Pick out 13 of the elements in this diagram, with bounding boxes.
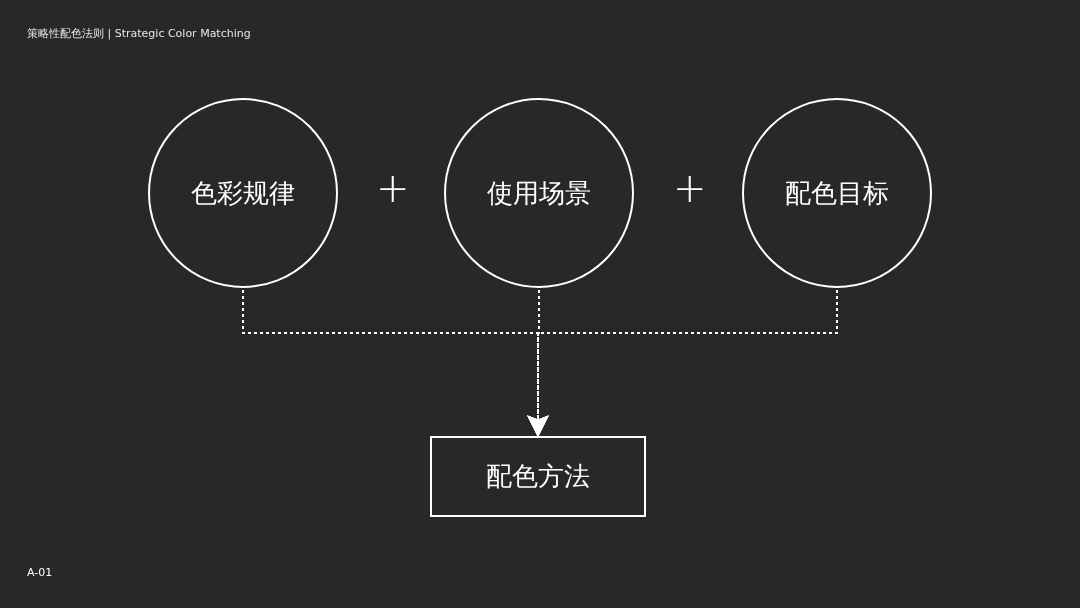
node-text: 配色目标 (785, 176, 889, 210)
plus-sign: + (673, 168, 707, 208)
page-title: 策略性配色法则 | Strategic Color Matching (27, 26, 251, 41)
bracket-line (527, 289, 838, 438)
circle (742, 98, 932, 288)
plus-sign: + (376, 168, 410, 208)
node-text: 配色方法 (486, 460, 590, 493)
page-number: A-01 (27, 566, 53, 579)
node-text: 色彩规律 (191, 176, 295, 210)
circle (444, 98, 634, 288)
result-box (430, 436, 646, 517)
circle (148, 98, 338, 288)
node-text: 使用场景 (487, 176, 591, 210)
